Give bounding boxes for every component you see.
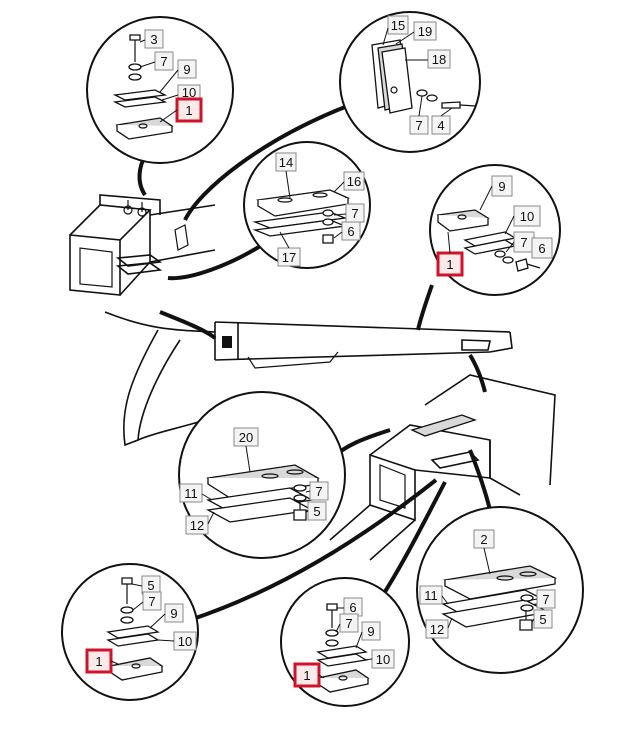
tag-17: 17	[277, 247, 301, 267]
svg-text:7: 7	[345, 616, 352, 631]
tag-9: 9	[177, 59, 197, 79]
tag-1-highlighted: 1	[85, 648, 113, 674]
tag-10: 10	[173, 631, 197, 651]
tag-7: 7	[142, 591, 162, 611]
svg-text:1: 1	[95, 654, 102, 669]
tag-12: 12	[185, 515, 209, 535]
tag-14: 14	[275, 152, 297, 172]
svg-text:2: 2	[480, 532, 487, 547]
tag-4: 4	[431, 115, 451, 135]
tag-2: 2	[473, 529, 495, 549]
tag-11: 11	[179, 483, 203, 503]
tag-5: 5	[307, 501, 327, 521]
svg-text:9: 9	[498, 179, 505, 194]
svg-text:17: 17	[282, 250, 296, 265]
tag-7: 7	[154, 51, 174, 71]
svg-text:5: 5	[147, 578, 154, 593]
callout-bottom-left: 5 7 9 10 1	[61, 563, 199, 701]
tag-18: 18	[427, 49, 451, 69]
svg-text:6: 6	[347, 224, 354, 239]
svg-text:12: 12	[430, 622, 444, 637]
svg-text:1: 1	[185, 103, 192, 118]
tag-16: 16	[343, 171, 365, 191]
svg-text:9: 9	[183, 62, 190, 77]
callout-bottom-mid: 6 7 9 10 1	[280, 577, 410, 707]
svg-text:16: 16	[347, 174, 361, 189]
tag-5: 5	[141, 575, 161, 595]
tag-11: 11	[419, 585, 443, 605]
tag-1-highlighted: 1	[436, 251, 464, 277]
tag-9: 9	[361, 621, 381, 641]
svg-text:7: 7	[520, 235, 527, 250]
svg-text:7: 7	[542, 592, 549, 607]
tag-1-highlighted: 1	[175, 97, 203, 123]
svg-text:7: 7	[351, 206, 358, 221]
tag-20: 20	[233, 427, 259, 447]
svg-text:7: 7	[148, 594, 155, 609]
tag-7: 7	[339, 613, 359, 633]
callout-top-left: 3 7 9 10 1	[86, 16, 234, 164]
tag-6: 6	[343, 597, 363, 617]
tag-7: 7	[536, 589, 556, 609]
svg-text:19: 19	[418, 24, 432, 39]
svg-text:20: 20	[239, 430, 253, 445]
tag-7: 7	[409, 115, 429, 135]
tag-1-highlighted: 1	[293, 662, 321, 688]
tag-7: 7	[309, 481, 329, 501]
svg-text:12: 12	[190, 518, 204, 533]
svg-text:10: 10	[376, 652, 390, 667]
svg-text:1: 1	[446, 257, 453, 272]
svg-text:9: 9	[170, 606, 177, 621]
svg-text:7: 7	[160, 54, 167, 69]
svg-text:5: 5	[313, 504, 320, 519]
callout-bottom-right: 2 11 7 12 5	[416, 506, 584, 674]
svg-text:4: 4	[437, 118, 444, 133]
tag-9: 9	[164, 603, 184, 623]
svg-text:9: 9	[367, 624, 374, 639]
tag-12: 12	[425, 619, 449, 639]
callout-top-right: 15 19 18 7 4	[339, 11, 481, 153]
tag-7: 7	[345, 203, 365, 223]
svg-text:10: 10	[178, 634, 192, 649]
svg-text:3: 3	[150, 32, 157, 47]
tag-6: 6	[341, 221, 361, 241]
callout-mid-left: 14 16 7 6 17	[243, 141, 371, 269]
svg-text:11: 11	[184, 486, 198, 501]
tag-10: 10	[371, 649, 395, 669]
svg-text:10: 10	[520, 209, 534, 224]
tag-15: 15	[387, 15, 409, 35]
svg-text:6: 6	[349, 600, 356, 615]
svg-text:6: 6	[538, 241, 545, 256]
svg-text:15: 15	[391, 18, 405, 33]
svg-text:11: 11	[424, 588, 438, 603]
svg-text:18: 18	[432, 52, 446, 67]
callout-center: 20 11 7 5 12	[178, 391, 346, 559]
tag-19: 19	[413, 21, 437, 41]
svg-text:5: 5	[539, 612, 546, 627]
tag-6: 6	[531, 237, 553, 259]
tag-3: 3	[144, 29, 164, 49]
tag-10: 10	[177, 84, 201, 100]
callout-mid-right: 9 10 7 6 1	[429, 164, 561, 296]
svg-text:1: 1	[303, 668, 310, 683]
tag-9: 9	[491, 175, 513, 197]
tag-5: 5	[533, 609, 553, 629]
svg-text:14: 14	[279, 155, 293, 170]
svg-text:10: 10	[182, 85, 196, 100]
svg-text:7: 7	[415, 118, 422, 133]
svg-text:7: 7	[315, 484, 322, 499]
tag-7: 7	[513, 231, 535, 253]
tag-10: 10	[513, 205, 541, 227]
